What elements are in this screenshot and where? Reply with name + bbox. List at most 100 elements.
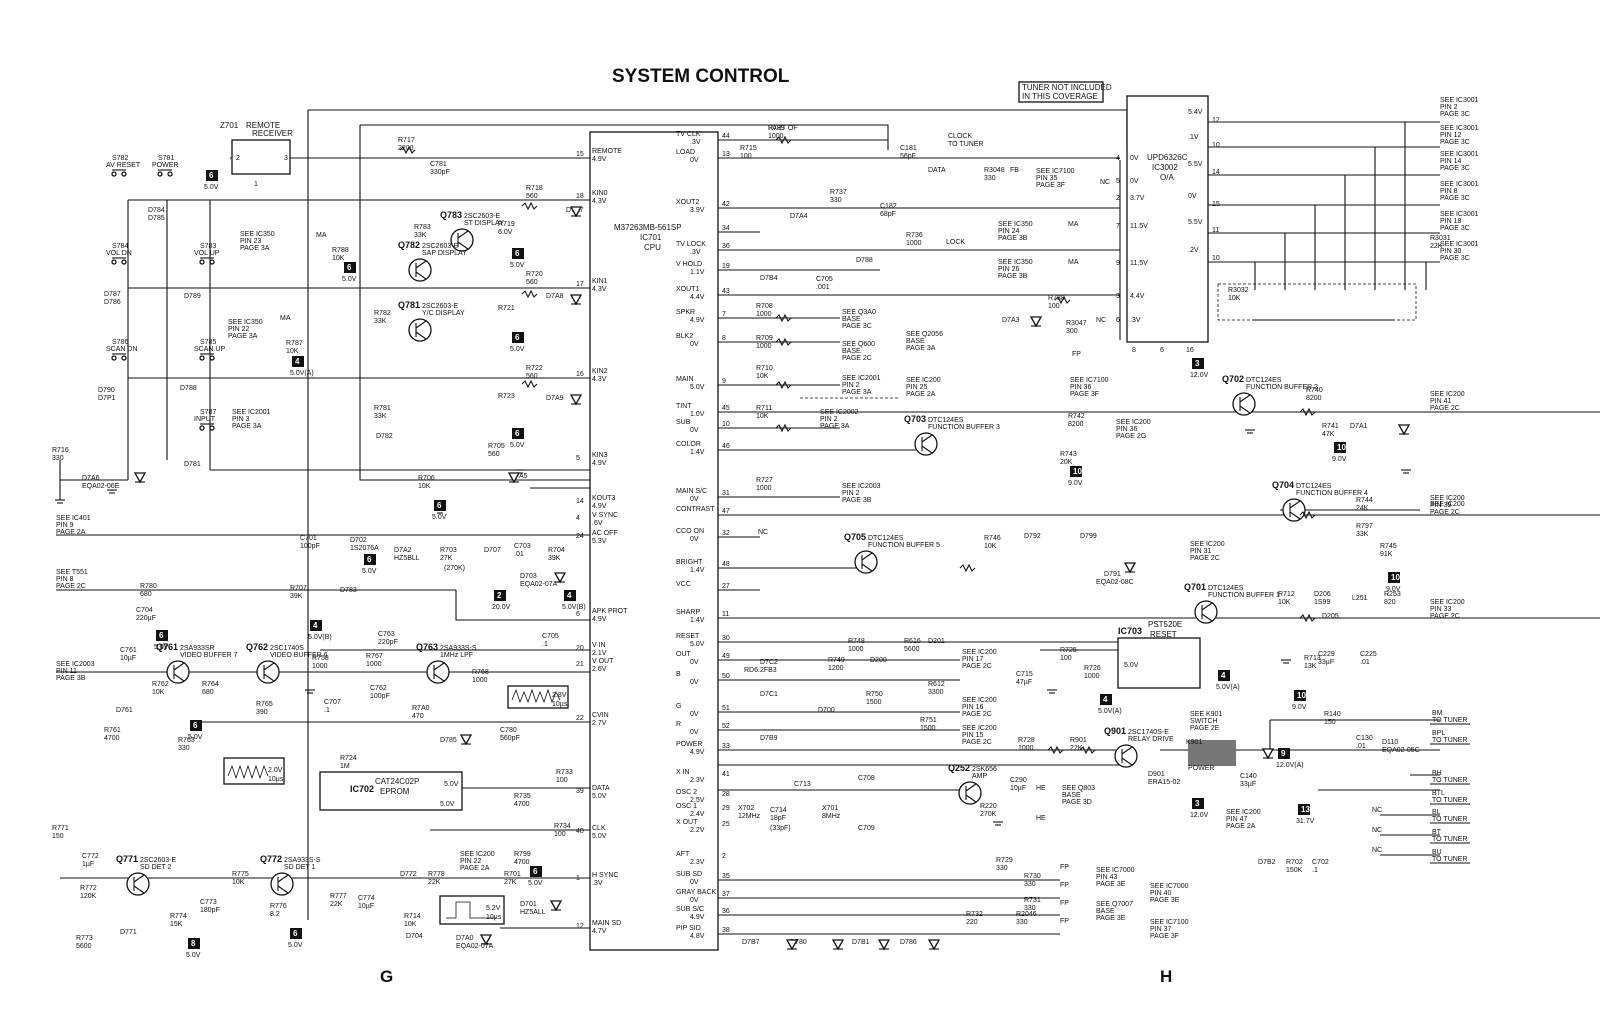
- supply-badge-voltage: 5.0V: [342, 276, 357, 283]
- supply-badge-voltage: 5.0V: [288, 942, 303, 949]
- ic3002-pin-volt: 5.5V: [1188, 161, 1203, 168]
- see-ref-pin: PIN 3: [232, 416, 250, 423]
- component-label: 10µF: [358, 903, 374, 910]
- right-ref-pin: PIN 30: [1440, 248, 1462, 255]
- supply-badge-number: 10: [1073, 467, 1082, 476]
- supply-badge-number: 10: [1337, 443, 1346, 452]
- switch-contact[interactable]: [199, 259, 205, 265]
- component-label: 4700: [514, 801, 530, 808]
- transistor-emitter: [415, 271, 427, 280]
- component-label: C705: [542, 633, 559, 640]
- right-ref-title: SEE IC3001: [1440, 97, 1479, 104]
- switch-contact[interactable]: [199, 355, 205, 361]
- right-ref-page: PAGE 3C: [1440, 255, 1470, 262]
- ic701-pin-volt: 4.9V: [690, 749, 705, 756]
- component-label: 560: [488, 451, 500, 458]
- see-ref-page: PAGE 3A: [820, 423, 850, 430]
- component-label: 15K: [170, 921, 183, 928]
- component-label: R728: [1018, 737, 1035, 744]
- switch-contact[interactable]: [121, 355, 127, 361]
- see-ref-title: SEE Q803: [1062, 785, 1095, 792]
- diode-symbol: [479, 934, 493, 946]
- transistor-emitter: [263, 673, 275, 682]
- ic701-pin-num: 1: [576, 875, 580, 882]
- component-label: 33µF: [1240, 781, 1256, 788]
- supply-badge-number: 4: [295, 357, 300, 366]
- transistor-role: SD DET 1: [284, 864, 315, 871]
- diode-symbol: [569, 206, 583, 218]
- switch-contact[interactable]: [209, 355, 215, 361]
- see-ref-title: SEE IC2003: [56, 661, 95, 668]
- tuner-output-label: TO TUNER: [1432, 797, 1468, 804]
- switch-contact[interactable]: [111, 355, 117, 361]
- component-label: 1µF: [82, 861, 94, 868]
- switch-contact[interactable]: [121, 259, 127, 265]
- component-label: R7A0: [412, 705, 430, 712]
- component-label: R776: [270, 903, 287, 910]
- switch-label: SCAN DN: [106, 346, 138, 353]
- component-label: R713: [1304, 655, 1321, 662]
- component-label: R737: [830, 189, 847, 196]
- see-ref-title: SEE IC350: [998, 221, 1033, 228]
- ic701-cpu: [589, 131, 719, 951]
- supply-badge: [188, 938, 200, 949]
- ic701-pin-num: 49: [722, 653, 730, 660]
- supply-badge: [512, 248, 524, 259]
- right-ref-title: SEE IC3001: [1440, 151, 1479, 158]
- switch-ref: S781: [158, 155, 174, 162]
- diode-symbol: [549, 900, 563, 912]
- ic701-pin-volt: 4.9V: [690, 914, 705, 921]
- component-label: 27K: [440, 555, 453, 562]
- component-label: R783: [414, 224, 431, 231]
- component-label: 100: [1048, 303, 1060, 310]
- component-label: R612: [928, 681, 945, 688]
- transistor-ref: Q762: [246, 642, 268, 652]
- switch-contact[interactable]: [121, 171, 127, 177]
- switch-contact[interactable]: [167, 171, 173, 177]
- component-label: FB: [1010, 167, 1019, 174]
- ic701-pin-name: SUB S/C: [676, 906, 704, 913]
- ic701-pin-num: 24: [576, 533, 584, 540]
- switch-contact[interactable]: [157, 171, 163, 177]
- ic701-pin-name: AFT: [676, 851, 690, 858]
- see-ref-pin: PIN 35: [1036, 175, 1058, 182]
- diode-symbol: [553, 572, 567, 584]
- ic701-pin-num: 29: [722, 805, 730, 812]
- transistor-collector: [415, 320, 427, 329]
- ic3002-pin-volt: 11.5V: [1130, 223, 1148, 230]
- component-label: 12MHz: [738, 813, 761, 820]
- supply-badge-voltage: 5.0V: [510, 346, 525, 353]
- transistor-collector: [1201, 602, 1213, 611]
- nc-label: NC: [758, 529, 768, 536]
- he-label: HE: [1036, 785, 1046, 792]
- see-ref-pin: BASE: [906, 338, 925, 345]
- transistor-body: [1114, 744, 1138, 768]
- right-ref-pin: PIN 41: [1430, 398, 1452, 405]
- switch-contact[interactable]: [209, 425, 215, 431]
- component-label: D703: [520, 573, 537, 580]
- ic701-pin-name: VCC: [676, 581, 691, 588]
- component-label: 330: [830, 197, 842, 204]
- ic702-eprom: [319, 771, 463, 811]
- component-label: D781: [184, 461, 201, 468]
- ic701-pin-name: TINT: [676, 403, 692, 410]
- see-ref-pin: PIN 11: [56, 668, 77, 675]
- switch-contact[interactable]: [209, 259, 215, 265]
- switch-label: VOL UP: [194, 250, 220, 257]
- resistor-symbol: [1054, 295, 1071, 305]
- component-label: 10K: [756, 373, 769, 380]
- component-label: R711: [756, 405, 772, 412]
- see-ref-pin: PIN 22: [460, 858, 482, 865]
- switch-contact[interactable]: [199, 425, 205, 431]
- component-label: R722: [526, 365, 543, 372]
- switch-contact[interactable]: [111, 171, 117, 177]
- ic701-pin-num: 48: [722, 561, 730, 568]
- right-ref-pin: PIN 14: [1440, 158, 1462, 165]
- switch-contact[interactable]: [111, 259, 117, 265]
- tuner-note-box: [1018, 81, 1104, 103]
- ic3002-pin-volt: 0V: [1130, 178, 1139, 185]
- ic701-pin-num: 25: [722, 821, 730, 828]
- supply-badge-voltage: 5.0V(B): [562, 604, 586, 611]
- tuner-output-name: BL: [1432, 809, 1441, 816]
